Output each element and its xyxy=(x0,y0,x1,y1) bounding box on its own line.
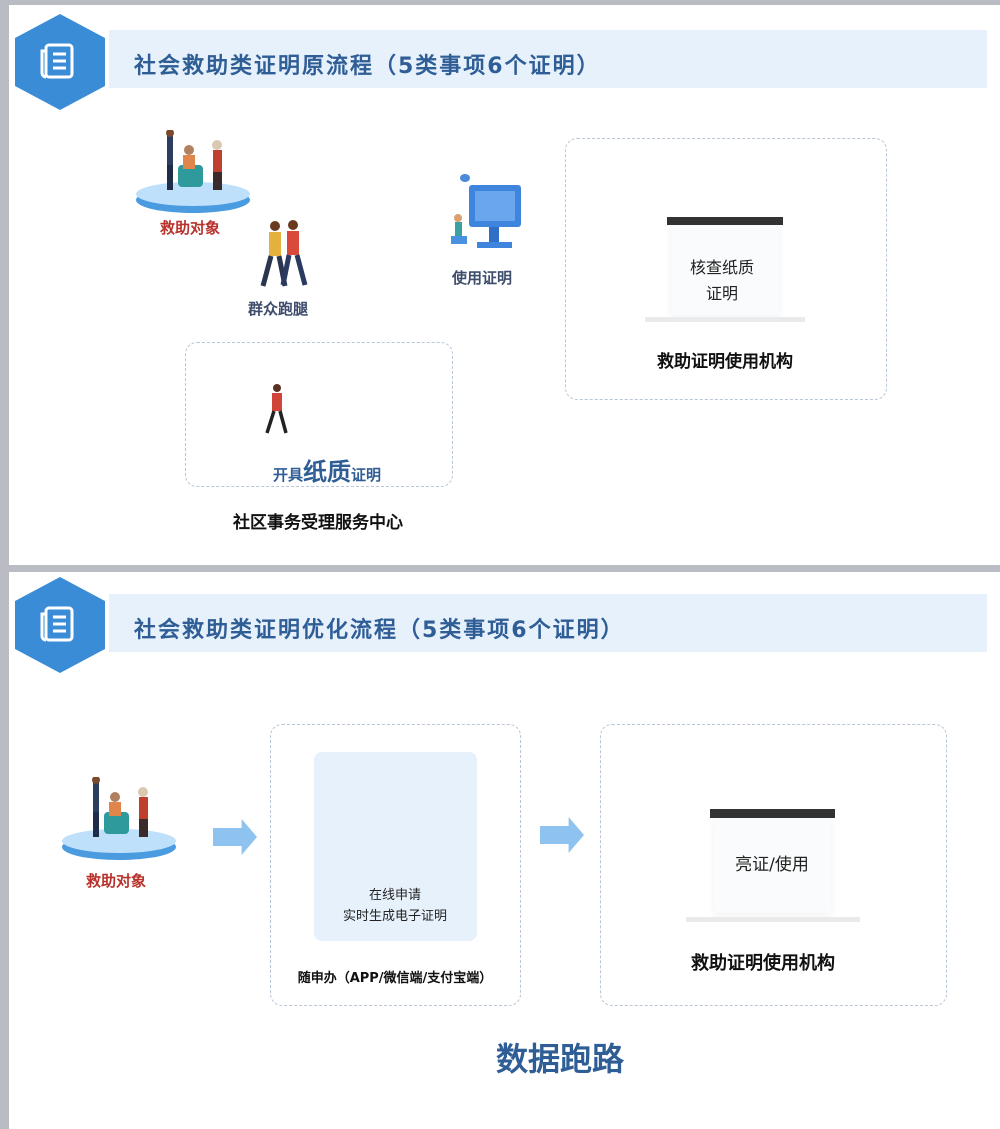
show-use-text: 亮证/使用 xyxy=(735,855,809,875)
issue-emphasis: 纸质 xyxy=(303,458,351,486)
recipient-illustration xyxy=(136,130,250,213)
use-cert-label: 使用证明 xyxy=(451,269,513,287)
issue-suffix: 证明 xyxy=(351,466,382,484)
data-runs-slogan: 数据跑路 xyxy=(495,1040,625,1078)
section-title: 社会救助类证明原流程（5类事项6个证明） xyxy=(134,54,601,79)
phone-screen xyxy=(314,752,477,941)
monitor-base xyxy=(645,317,805,322)
channel-label: 随申办（APP/微信端/支付宝端） xyxy=(297,971,493,986)
recipient-illustration xyxy=(62,777,176,860)
arrow-right-icon xyxy=(213,819,257,855)
institution-label: 救助证明使用机构 xyxy=(657,352,793,372)
original-process-panel: 社会救助类证明原流程（5类事项6个证明） 救助对象 群众跑腿 使用证明 开具纸质… xyxy=(9,5,1000,565)
section-header-bar xyxy=(109,594,987,652)
section-header-bar xyxy=(109,30,987,88)
institution-box xyxy=(565,138,887,400)
section-title: 社会救助类证明优化流程（5类事项6个证明） xyxy=(134,618,625,643)
service-center-box xyxy=(185,342,453,487)
recipient-label: 救助对象 xyxy=(159,219,221,237)
document-icon xyxy=(15,14,105,110)
computer-illustration xyxy=(451,174,521,248)
recipient-label: 救助对象 xyxy=(85,872,147,890)
walker-icon xyxy=(265,384,288,434)
monitor-screen xyxy=(714,818,831,913)
walking-people-illustration xyxy=(260,220,308,287)
arrow-right-icon xyxy=(540,817,584,853)
institution-label: 救助证明使用机构 xyxy=(691,953,835,974)
check-line-2: 证明 xyxy=(705,284,739,303)
check-line-1: 核查纸质 xyxy=(689,258,755,277)
online-apply-text: 在线申请实时生成电子证明 xyxy=(343,885,447,927)
monitor-titlebar xyxy=(667,217,783,225)
monitor-titlebar xyxy=(710,809,835,818)
issue-prefix: 开具 xyxy=(272,466,303,484)
service-center-label: 社区事务受理服务中心 xyxy=(233,513,403,533)
monitor-screen xyxy=(671,225,779,315)
issue-paper-cert-text: 开具纸质证明 xyxy=(273,452,381,487)
apply-line-1: 在线申请 xyxy=(368,888,422,903)
document-icon xyxy=(15,577,105,673)
check-paper-cert-text: 核查纸质证明 xyxy=(690,255,754,307)
apply-line-2: 实时生成电子证明 xyxy=(342,909,448,924)
online-apply-box xyxy=(270,724,521,1006)
optimized-process-panel: 社会救助类证明优化流程（5类事项6个证明） 救助对象 在线申请实时生成电子证明 … xyxy=(9,572,1000,1129)
errand-label: 群众跑腿 xyxy=(247,300,309,318)
institution-box xyxy=(600,724,947,1006)
monitor-base xyxy=(686,917,860,922)
